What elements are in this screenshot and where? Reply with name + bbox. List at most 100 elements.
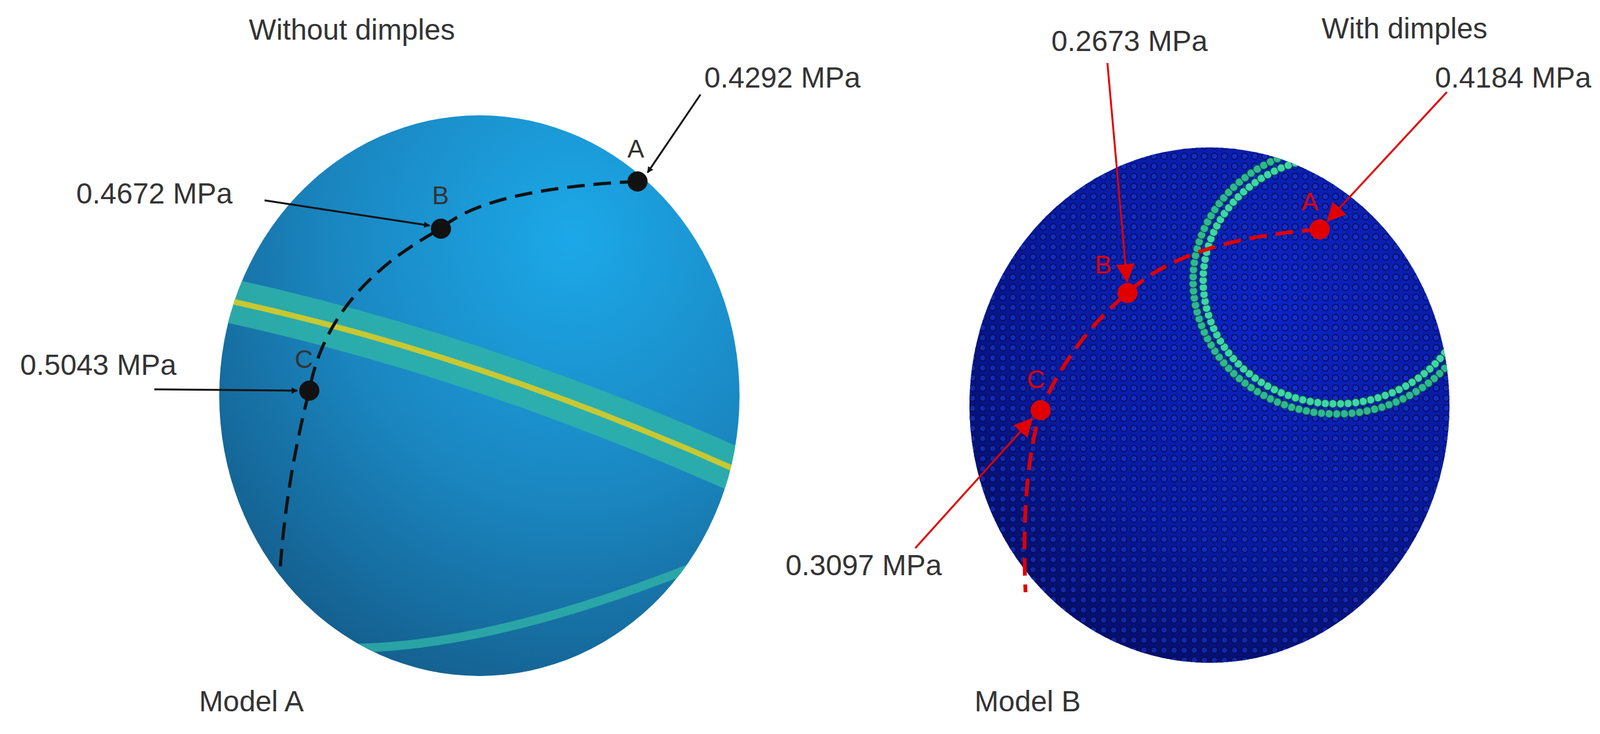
dimple — [1317, 143, 1326, 152]
dimple — [1462, 304, 1471, 313]
dimple — [1431, 192, 1440, 201]
dimple — [1295, 147, 1304, 156]
point-letter: A — [627, 134, 645, 163]
dimple — [1324, 142, 1333, 152]
dimple — [1467, 231, 1476, 240]
dimple — [1280, 151, 1289, 160]
dimple — [1287, 149, 1296, 158]
dimple — [1466, 276, 1475, 285]
dimple — [1359, 397, 1368, 406]
dimple — [1465, 290, 1474, 299]
dimple — [1295, 405, 1304, 414]
dimple — [1366, 395, 1375, 404]
dimple — [1363, 145, 1372, 154]
point-letter: C — [294, 345, 314, 373]
dimple — [1450, 199, 1459, 208]
dimple — [1440, 188, 1449, 197]
panel-title: Without dimples — [248, 13, 455, 46]
dimple — [1320, 153, 1330, 162]
dimple — [1452, 330, 1461, 339]
dimple — [1302, 145, 1311, 154]
dimple — [1460, 311, 1469, 320]
dimple — [1363, 406, 1372, 416]
dimple — [1373, 393, 1383, 402]
dimple — [1336, 399, 1345, 408]
dimple — [1458, 234, 1467, 244]
dimple — [1465, 262, 1474, 271]
dimple — [1450, 352, 1459, 361]
dimple — [1424, 173, 1433, 182]
dimple — [1452, 221, 1461, 230]
dimple — [1460, 241, 1469, 250]
dimple — [1324, 409, 1333, 418]
dimple — [1273, 154, 1282, 163]
dimple — [1458, 211, 1467, 220]
dimple — [1475, 286, 1485, 295]
dimple — [1475, 258, 1484, 267]
dimple — [1448, 337, 1458, 346]
dimple — [1455, 324, 1464, 333]
dimple — [1458, 340, 1467, 349]
dimple — [1463, 297, 1473, 306]
dimple — [1351, 154, 1360, 163]
dimple — [1440, 203, 1449, 212]
dimple — [1340, 409, 1349, 418]
dimple — [1474, 251, 1483, 260]
dimple — [1394, 166, 1403, 176]
dimple — [1465, 224, 1474, 233]
dimple — [1463, 255, 1473, 264]
dimple — [1305, 154, 1315, 164]
stress-value: 0.2673 MPa — [1051, 25, 1208, 58]
dimple — [1445, 343, 1454, 352]
dimple — [1465, 283, 1475, 292]
dimple — [1298, 395, 1308, 404]
dimple — [1407, 174, 1417, 183]
dimple — [1317, 408, 1326, 418]
model-caption: Model A — [199, 685, 304, 718]
dimple — [1309, 408, 1318, 417]
dimple — [1448, 215, 1458, 224]
dimple — [1455, 228, 1464, 237]
dimple — [1344, 153, 1353, 162]
dimple — [1425, 187, 1434, 196]
dimple — [1370, 405, 1379, 414]
dimple — [1470, 314, 1479, 324]
dimple — [1355, 408, 1364, 417]
dimple — [1377, 149, 1386, 158]
dimple — [1332, 410, 1342, 419]
dimple — [1435, 183, 1444, 192]
dimple — [1291, 158, 1300, 167]
dimple — [1313, 154, 1322, 163]
dimple — [1328, 399, 1337, 408]
dimple — [1467, 321, 1476, 330]
stress-value: 0.4292 MPa — [704, 61, 861, 94]
stress-value: 0.5043 MPa — [20, 348, 177, 382]
dimple — [1465, 268, 1475, 278]
dimple — [1399, 157, 1408, 166]
dimple — [1445, 358, 1454, 367]
dimple — [1462, 217, 1471, 227]
dimple — [1313, 398, 1322, 407]
dimple — [1336, 153, 1345, 162]
dimple — [1370, 147, 1379, 156]
dimple — [1348, 143, 1357, 152]
dimple — [1328, 153, 1337, 162]
dimple — [1348, 408, 1357, 418]
dimple — [1472, 308, 1481, 317]
dimple — [1401, 170, 1410, 179]
dimple — [1454, 205, 1463, 214]
stress-value: 0.4184 MPa — [1434, 61, 1592, 94]
point-letter: A — [1301, 187, 1319, 216]
dimple — [1429, 178, 1439, 187]
dimple — [1298, 156, 1308, 166]
dimple — [1309, 144, 1318, 153]
dimple — [1302, 406, 1311, 416]
dimple — [1340, 142, 1349, 152]
stress-value: 0.4672 MPa — [76, 177, 233, 210]
dimple — [1470, 237, 1479, 246]
dimple — [1359, 154, 1368, 164]
dimple — [1351, 398, 1360, 407]
dimple — [1475, 294, 1484, 303]
dimple — [1474, 301, 1483, 310]
dimple — [1392, 154, 1401, 163]
